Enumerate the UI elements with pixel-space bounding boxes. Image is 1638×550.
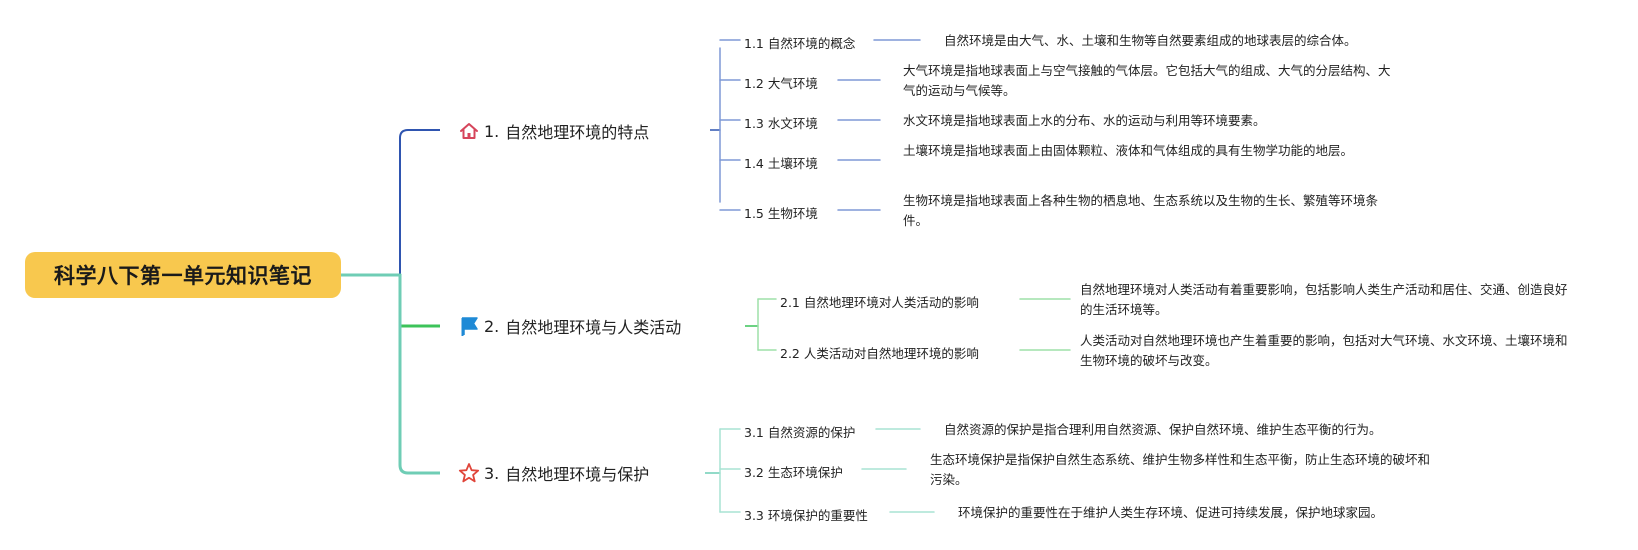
- desc-3-3: 环境保护的重要性在于维护人类生存环境、促进可持续发展，保护地球家园。: [958, 505, 1384, 520]
- sub-node-2-1[interactable]: 2.1 自然地理环境对人类活动的影响: [780, 295, 979, 310]
- sub-node-1-3[interactable]: 1.3 水文环境: [744, 116, 818, 131]
- branch-number: 1.: [484, 121, 500, 141]
- sub-node-3-2[interactable]: 3.2 生态环境保护: [744, 465, 843, 480]
- home-icon: [458, 120, 480, 142]
- desc-1-2: 大气环境是指地球表面上与空气接触的气体层。它包括大气的组成、大气的分层结构、大气…: [903, 63, 1391, 98]
- desc-3-1: 自然资源的保护是指合理利用自然资源、保护自然环境、维护生态平衡的行为。: [944, 422, 1382, 437]
- desc-1-3: 水文环境是指地球表面上水的分布、水的运动与利用等环境要素。: [903, 113, 1266, 128]
- branch-title: 自然地理环境的特点: [505, 123, 650, 142]
- branch-node-1[interactable]: 1. 自然地理环境的特点: [440, 113, 710, 149]
- root-node[interactable]: 科学八下第一单元知识笔记: [25, 252, 341, 298]
- branch-number: 2.: [484, 316, 500, 336]
- sub-node-3-3[interactable]: 3.3 环境保护的重要性: [744, 508, 868, 523]
- sub-node-1-1[interactable]: 1.1 自然环境的概念: [744, 36, 856, 51]
- sub-node-3-1[interactable]: 3.1 自然资源的保护: [744, 425, 856, 440]
- sub-node-1-2[interactable]: 1.2 大气环境: [744, 76, 818, 91]
- branch-title: 自然地理环境与保护: [505, 465, 650, 484]
- branch-node-3[interactable]: 3. 自然地理环境与保护: [440, 455, 705, 491]
- sub-node-2-2[interactable]: 2.2 人类活动对自然地理环境的影响: [780, 346, 979, 361]
- branch-2-connector: [398, 273, 442, 328]
- desc-2-1: 自然地理环境对人类活动有着重要影响，包括影响人类生产活动和居住、交通、创造良好的…: [1080, 282, 1568, 317]
- desc-1-1: 自然环境是由大气、水、土壤和生物等自然要素组成的地球表层的综合体。: [944, 33, 1357, 48]
- branch-1-connector: [399, 129, 441, 276]
- desc-3-2: 生态环境保护是指保护自然生态系统、维护生物多样性和生态平衡，防止生态环境的破坏和…: [930, 452, 1431, 487]
- desc-1-5: 生物环境是指地球表面上各种生物的栖息地、生态系统以及生物的生长、繁殖等环境条件。: [903, 193, 1379, 228]
- branch-node-2[interactable]: 2. 自然地理环境与人类活动: [440, 308, 745, 344]
- desc-1-4: 土壤环境是指地球表面上由固体颗粒、液体和气体组成的具有生物学功能的地层。: [903, 143, 1354, 158]
- desc-2-2: 人类活动对自然地理环境也产生着重要的影响，包括对大气环境、水文环境、土壤环境和生…: [1080, 333, 1568, 368]
- sub-node-1-5[interactable]: 1.5 生物环境: [744, 206, 818, 221]
- star-icon: [458, 462, 480, 484]
- branch-title: 自然地理环境与人类活动: [505, 318, 682, 337]
- branch-number: 3.: [484, 463, 500, 483]
- sub-node-1-4[interactable]: 1.4 土壤环境: [744, 156, 818, 171]
- branch-3-connector: [398, 273, 442, 475]
- flag-icon: [458, 315, 480, 337]
